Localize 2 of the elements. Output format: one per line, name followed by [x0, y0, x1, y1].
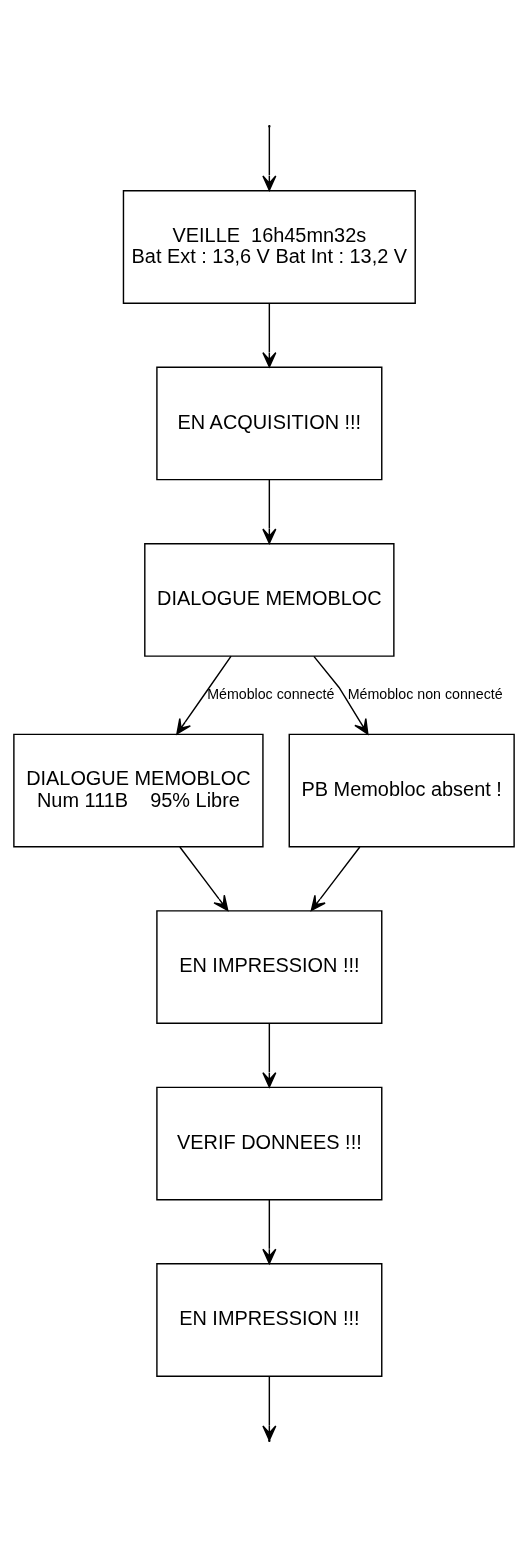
edge-label: Mémobloc non connecté [347, 685, 503, 702]
edge-label: Mémobloc connecté [207, 685, 335, 702]
